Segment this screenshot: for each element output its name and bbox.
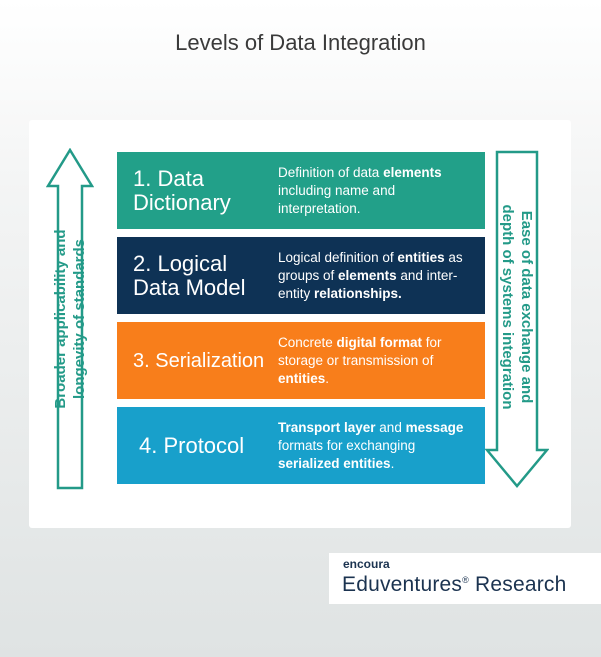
level-title-line: 1. Data	[133, 165, 204, 191]
description-segment: Concrete	[278, 334, 337, 350]
right-arrow-label: Ease of data exchange and depth of syste…	[498, 157, 536, 457]
description-keyword: digital format	[336, 334, 423, 350]
level-description: Definition of data elements including na…	[278, 152, 478, 229]
level-title: 4. Protocol	[139, 407, 279, 484]
level-title: 2. Logical Data Model	[133, 237, 273, 314]
left-arrow-label-line: longevity of standards	[71, 238, 88, 400]
description-keyword: elements	[383, 164, 442, 180]
page-title: Levels of Data Integration	[175, 30, 426, 55]
level-title-line: 3. Serialization	[133, 349, 265, 372]
level-title-line: Dictionary	[133, 189, 231, 215]
logo-eduventures-text: Eduventures® Research	[342, 573, 566, 597]
level-description: Transport layer and message formats for …	[278, 407, 478, 484]
left-arrow-label: Broader applicability and longevity of s…	[51, 169, 89, 469]
description-segment: and inter-entity	[278, 267, 458, 301]
level-title-line: 4. Protocol	[139, 432, 245, 458]
description-keyword: serialized entities	[278, 455, 391, 471]
description-segment: formats for exchanging	[278, 437, 416, 453]
level-description: Concrete digital format for storage or t…	[278, 322, 478, 399]
description-keyword: Transport layer	[278, 419, 376, 435]
description-keyword: entities	[278, 370, 326, 386]
description-segment: for storage or transmission of	[278, 334, 442, 368]
level-protocol: 4. Protocol Transport layer and message …	[117, 407, 485, 484]
logo-encoura-text: encoura	[343, 557, 390, 571]
description-segment: .	[325, 370, 330, 386]
description-segment: including name and interpretation.	[278, 182, 396, 216]
level-title-line: Data Model	[133, 274, 246, 300]
level-title: 1. Data Dictionary	[133, 152, 273, 229]
description-segment: and	[375, 419, 406, 435]
encoura-eduventures-logo: encoura Eduventures® Research	[329, 553, 601, 604]
description-keyword: message	[405, 419, 464, 435]
left-arrow-label-line: Broader applicability and	[52, 229, 69, 409]
level-description-text: Logical definition of entities as groups…	[278, 249, 478, 303]
level-logical-data-model: 2. Logical Data Model Logical definition…	[117, 237, 485, 314]
description-segment: as groups of	[278, 249, 463, 283]
up-arrow-icon	[46, 148, 94, 490]
level-description-text: Transport layer and message formats for …	[278, 419, 478, 473]
diagram-card: Broader applicability and longevity of s…	[29, 120, 571, 528]
level-title: 3. Serialization	[133, 322, 273, 399]
level-description: Logical definition of entities as groups…	[278, 237, 478, 314]
level-serialization: 3. Serialization Concrete digital format…	[117, 322, 485, 399]
description-segment: Definition of data	[278, 164, 384, 180]
down-arrow-icon	[485, 150, 549, 488]
description-segment: Logical definition of	[278, 249, 398, 265]
right-arrow-label-line: Ease of data exchange and	[518, 210, 535, 404]
level-title-line: 2. Logical	[133, 250, 228, 276]
logo-suffix: Research	[468, 573, 567, 596]
description-keyword: elements	[338, 267, 397, 283]
level-data-dictionary: 1. Data Dictionary Definition of data el…	[117, 152, 485, 229]
logo-registered-mark: ®	[462, 575, 469, 585]
level-description-text: Concrete digital format for storage or t…	[278, 334, 478, 388]
level-description-text: Definition of data elements including na…	[278, 164, 478, 218]
description-segment: .	[390, 455, 395, 471]
logo-brand: Eduventures	[342, 573, 463, 596]
description-keyword: relationships.	[314, 285, 402, 301]
description-keyword: entities	[397, 249, 445, 265]
right-arrow-label-line: depth of systems integration	[499, 204, 516, 410]
